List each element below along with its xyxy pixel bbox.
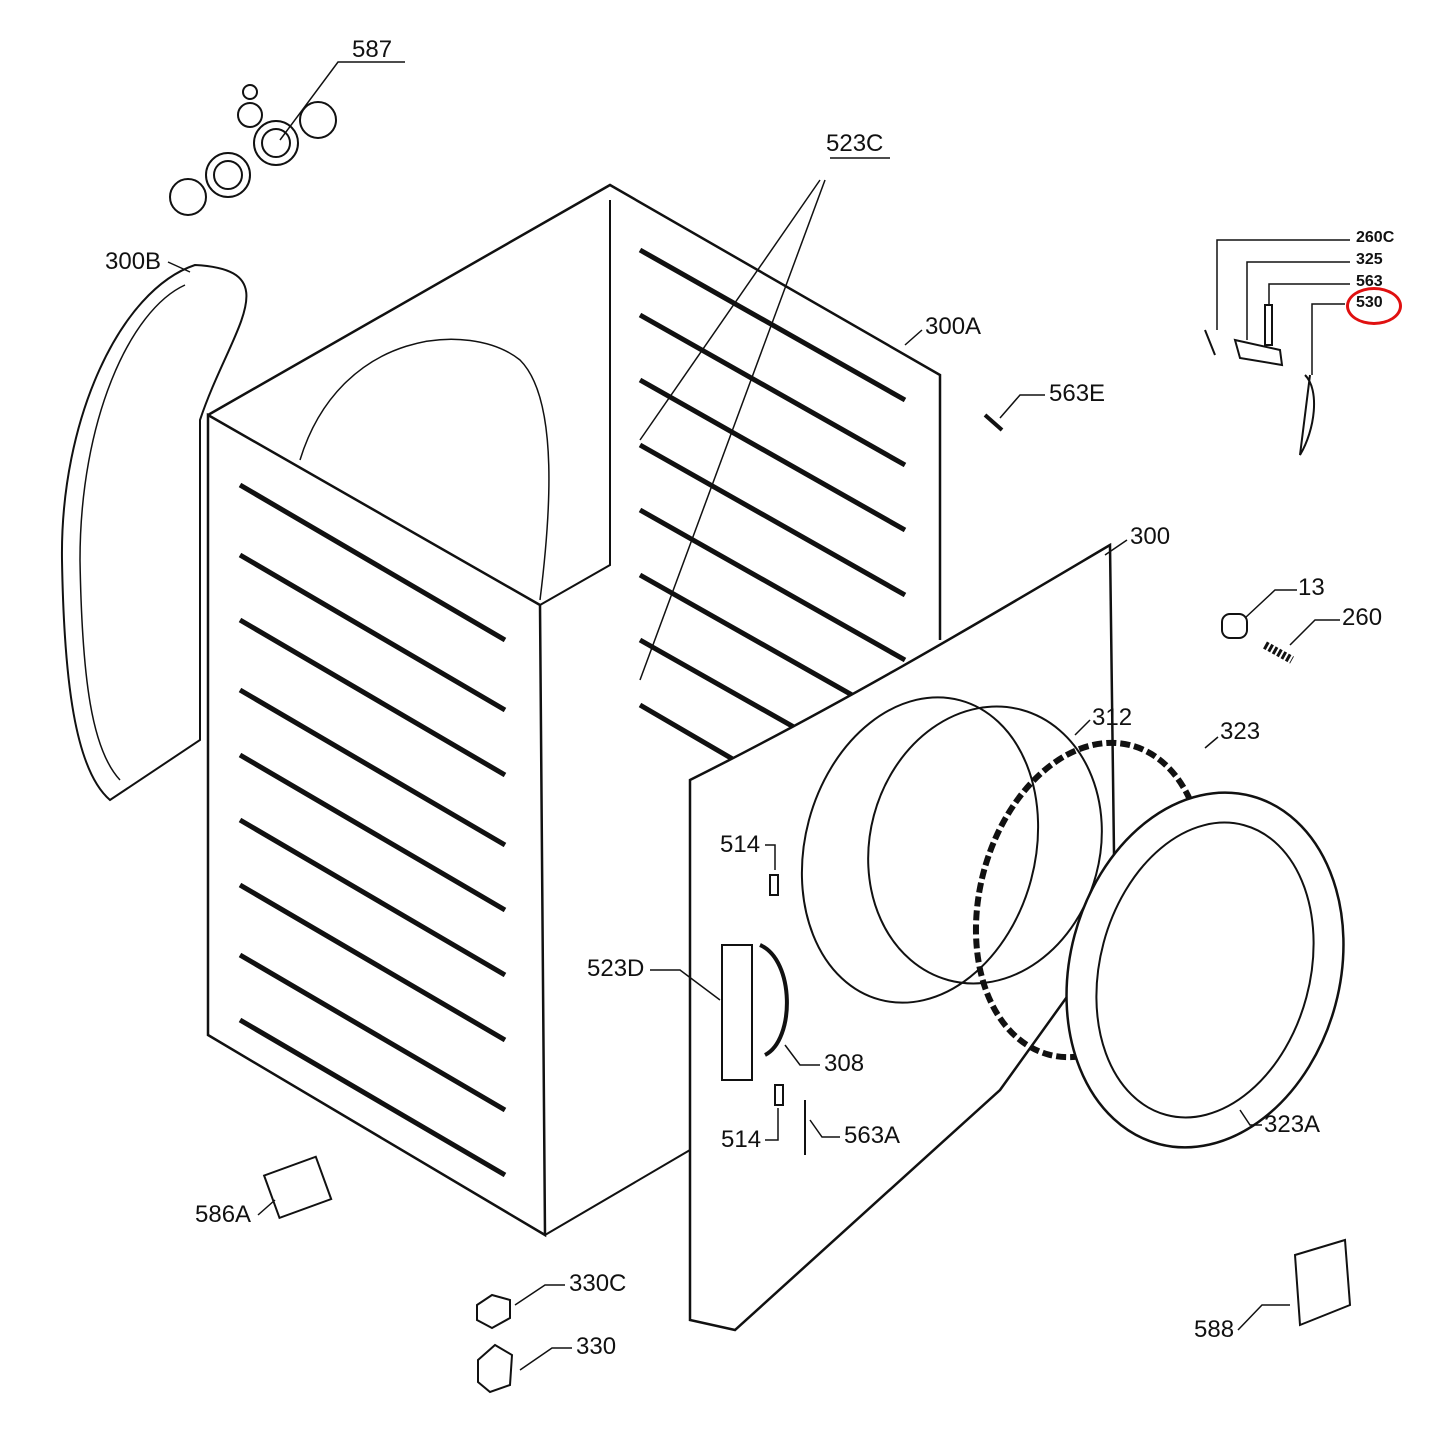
label-330C: 330C bbox=[569, 1270, 627, 1297]
label-330: 330 bbox=[576, 1333, 617, 1360]
label-13: 13 bbox=[1298, 574, 1325, 601]
part-523D-hinge bbox=[721, 944, 753, 1081]
label-514-bottom: 514 bbox=[721, 1126, 762, 1153]
label-586A: 586A bbox=[195, 1201, 252, 1228]
part-323A-door-ring bbox=[1065, 791, 1345, 1149]
label-325: 325 bbox=[1356, 251, 1383, 268]
part-308-hinge-arm bbox=[759, 943, 789, 1057]
label-523D: 523D bbox=[587, 955, 645, 982]
label-588: 588 bbox=[1194, 1316, 1235, 1343]
small-parts bbox=[262, 304, 1352, 1394]
label-514-top: 514 bbox=[720, 831, 761, 858]
label-300A: 300A bbox=[925, 313, 982, 340]
label-323A: 323A bbox=[1264, 1111, 1321, 1138]
label-563: 563 bbox=[1356, 273, 1383, 290]
part-587-seals bbox=[169, 84, 337, 216]
label-308: 308 bbox=[824, 1050, 865, 1077]
part-300B-rear-frame bbox=[60, 263, 248, 802]
highlight-circle-530 bbox=[1346, 287, 1402, 325]
label-260C: 260C bbox=[1356, 229, 1395, 246]
label-523C: 523C bbox=[826, 130, 884, 157]
label-563E: 563E bbox=[1049, 380, 1106, 407]
part-312-door-glass bbox=[867, 705, 1103, 985]
label-300B: 300B bbox=[105, 248, 162, 275]
label-563A: 563A bbox=[844, 1122, 901, 1149]
label-530: 530 bbox=[1356, 294, 1383, 311]
label-260: 260 bbox=[1342, 604, 1383, 631]
label-323: 323 bbox=[1220, 718, 1261, 745]
label-300: 300 bbox=[1130, 523, 1171, 550]
label-312: 312 bbox=[1092, 704, 1133, 731]
leader-lines bbox=[167, 61, 1350, 1371]
cabinet-300A bbox=[206, 183, 942, 1238]
label-587: 587 bbox=[352, 36, 393, 63]
